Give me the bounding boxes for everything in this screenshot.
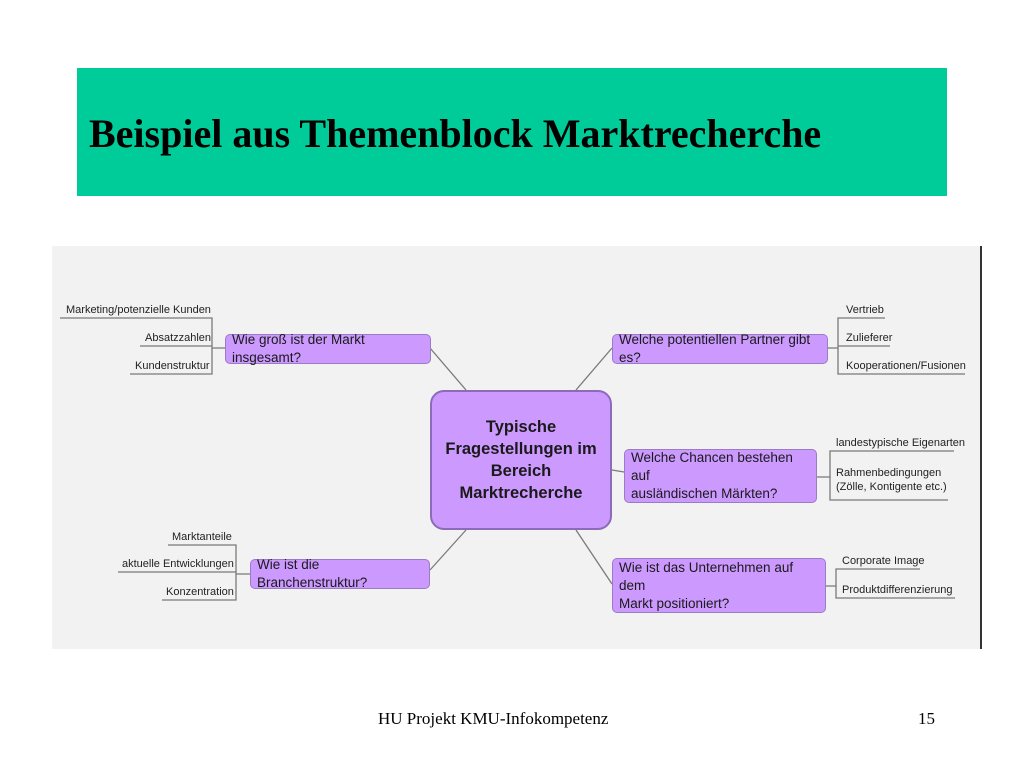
branch-branchenstruktur: Wie ist die Branchenstruktur? bbox=[250, 557, 430, 590]
mindmap-right-border bbox=[980, 246, 982, 649]
leaf-rahmenbedingungen: Rahmenbedingungen (Zölle, Kontigente etc… bbox=[836, 467, 947, 493]
branch-partner: Welche potentiellen Partner gibt es? bbox=[612, 332, 828, 365]
leaf-landestypische-eigenarten: landestypische Eigenarten bbox=[836, 437, 966, 449]
leaf-vertrieb: Vertrieb bbox=[846, 304, 884, 316]
leaf-marktanteile: Marktanteile bbox=[172, 531, 232, 543]
slide-title: Beispiel aus Themenblock Marktrecherche bbox=[89, 111, 822, 156]
leaf-kooperationen-fusionen: Kooperationen/Fusionen bbox=[846, 360, 966, 372]
page-number: 15 bbox=[918, 709, 935, 728]
footer-project-name: HU Projekt KMU-Infokompetenz bbox=[378, 709, 609, 728]
title-banner: Beispiel aus Themenblock Marktrecherche bbox=[77, 68, 947, 196]
leaf-produktdifferenzierung: Produktdifferenzierung bbox=[842, 584, 953, 596]
leaf-aktuelle-entwicklungen: aktuelle Entwicklungen bbox=[122, 558, 234, 570]
branch-positionierung: Wie ist das Unternehmen auf dem Markt po… bbox=[612, 558, 826, 613]
mindmap-center-node: Typische Fragestellungen im Bereich Mark… bbox=[430, 390, 612, 530]
leaf-absatzzahlen: Absatzzahlen bbox=[145, 332, 212, 344]
branch-chancen: Welche Chancen bestehen auf ausländische… bbox=[624, 449, 817, 503]
leaf-kundenstruktur: Kundenstruktur bbox=[135, 360, 210, 372]
leaf-corporate-image: Corporate Image bbox=[842, 555, 925, 567]
leaf-konzentration: Konzentration bbox=[166, 586, 234, 598]
branch-markt-groesse: Wie groß ist der Markt insgesamt? bbox=[225, 332, 431, 365]
leaf-marketing-kunden: Marketing/potenzielle Kunden bbox=[66, 304, 211, 316]
leaf-zulieferer: Zulieferer bbox=[846, 332, 893, 344]
